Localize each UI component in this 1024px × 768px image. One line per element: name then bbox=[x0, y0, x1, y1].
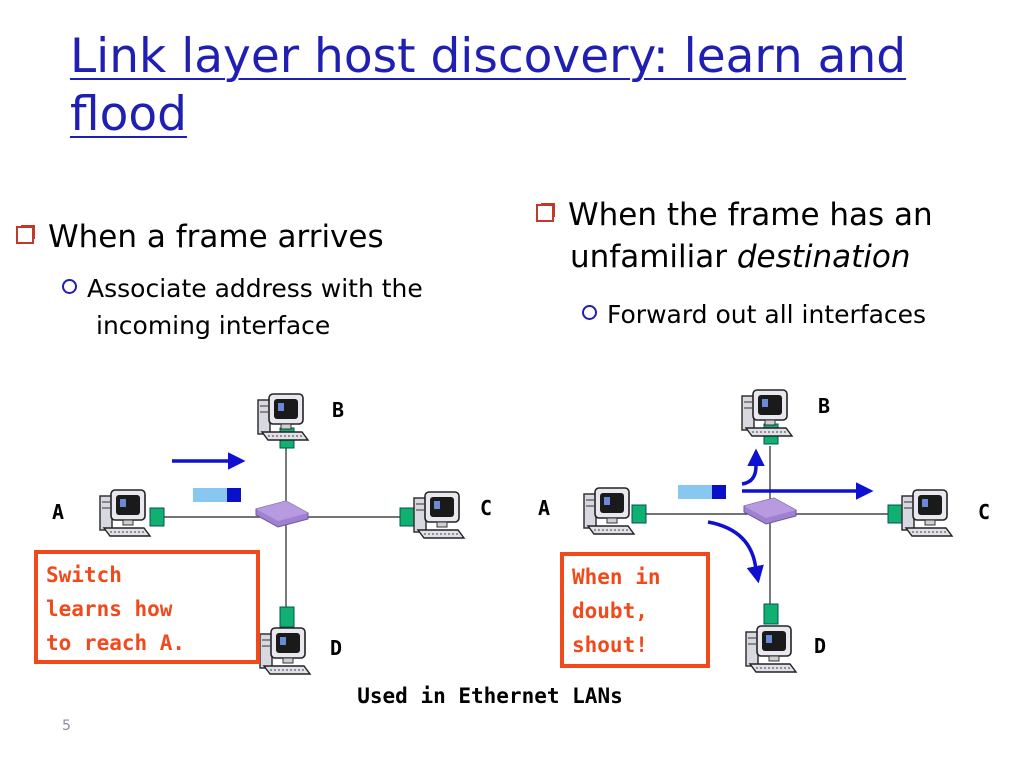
port-icon bbox=[149, 507, 165, 527]
circle-bullet-icon bbox=[582, 305, 597, 320]
frame-icon bbox=[678, 485, 726, 499]
computer-icon bbox=[99, 489, 151, 537]
port-icon bbox=[763, 603, 779, 625]
computer-icon bbox=[745, 625, 797, 673]
host-label-c: C bbox=[978, 500, 991, 524]
right-bullet-emphasis: destination bbox=[736, 239, 911, 275]
computer-icon bbox=[583, 487, 635, 535]
shout-note: When in doubt, shout! bbox=[560, 552, 710, 668]
page-number: 5 bbox=[62, 718, 71, 734]
host-label-b: B bbox=[818, 394, 831, 418]
checkbox-bullet-icon bbox=[16, 225, 35, 244]
port-icon bbox=[887, 504, 903, 524]
left-bullet: When a frame arrives bbox=[16, 216, 486, 258]
left-bullet-text: When a frame arrives bbox=[48, 219, 384, 255]
computer-icon bbox=[413, 491, 465, 539]
switch-icon bbox=[255, 500, 309, 528]
computer-icon bbox=[259, 627, 311, 675]
host-label-d: D bbox=[330, 636, 343, 660]
computer-icon bbox=[741, 389, 793, 437]
host-label-a: A bbox=[52, 500, 65, 524]
left-subbullet: Associate address with the incoming inte… bbox=[62, 270, 506, 344]
host-label-d: D bbox=[814, 634, 827, 658]
port-icon bbox=[631, 504, 647, 524]
arrow-icon bbox=[707, 520, 764, 584]
computer-icon bbox=[257, 393, 309, 441]
switch-icon bbox=[743, 497, 797, 525]
frame-icon bbox=[193, 488, 241, 502]
right-bullet-text: When the frame has an unfamiliar bbox=[568, 197, 933, 275]
computer-icon bbox=[901, 489, 953, 537]
checkbox-bullet-icon bbox=[536, 203, 555, 222]
host-label-b: B bbox=[332, 398, 345, 422]
host-label-c: C bbox=[480, 496, 493, 520]
left-diagram bbox=[99, 393, 465, 675]
arrow-icon bbox=[741, 448, 765, 486]
left-subbullet-text: Associate address with the incoming inte… bbox=[87, 274, 423, 340]
diagram-caption: Used in Ethernet LANs bbox=[357, 684, 623, 708]
host-label-a: A bbox=[538, 496, 551, 520]
right-subbullet: Forward out all interfaces bbox=[582, 296, 936, 333]
right-bullet: When the frame has an unfamiliar destina… bbox=[536, 194, 1024, 278]
right-diagram bbox=[583, 389, 953, 673]
port-icon bbox=[279, 606, 295, 628]
circle-bullet-icon bbox=[62, 279, 77, 294]
switch-learns-note: Switch learns how to reach A. bbox=[34, 550, 260, 664]
port-icon bbox=[399, 507, 415, 527]
slide-title: Link layer host discovery: learn and flo… bbox=[70, 29, 907, 142]
right-subbullet-text: Forward out all interfaces bbox=[607, 300, 927, 329]
